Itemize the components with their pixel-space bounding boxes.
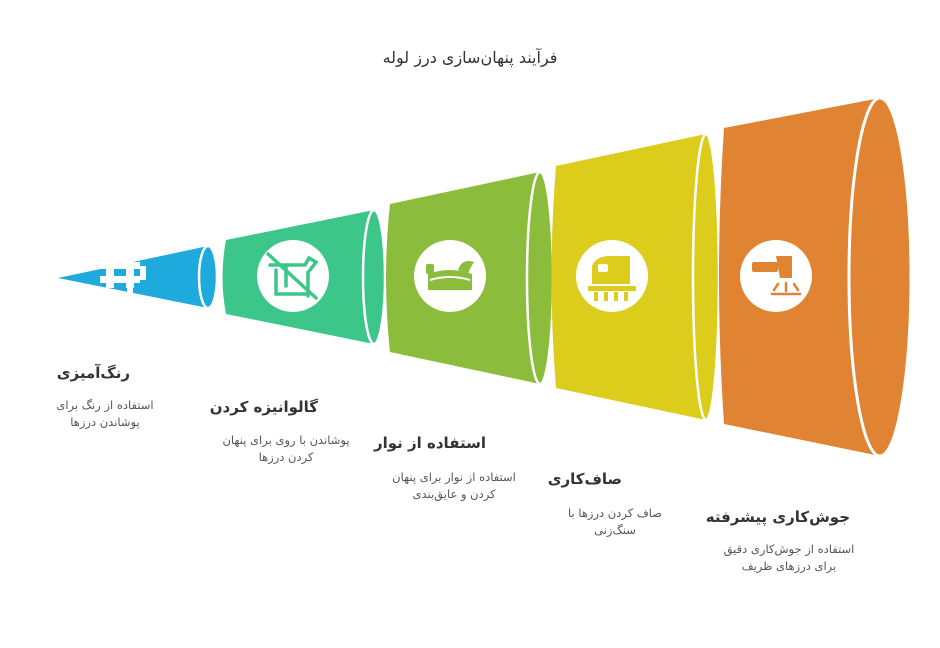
step-desc-line: سنگ‌زنی: [594, 523, 636, 537]
step-title-welding: جوش‌کاری پیشرفته: [705, 508, 850, 526]
step-desc-line: کردن درزها: [258, 450, 314, 464]
step-title-painting: رنگ‌آمیزی: [56, 364, 130, 382]
step-title-galvanizing: گالوانیزه کردن: [209, 398, 318, 416]
step-desc-line: استفاده از نوار برای پنهان: [392, 470, 516, 484]
step-desc-line: صاف کردن درزها با: [567, 506, 663, 520]
step-title-grinding: صاف‌کاری: [547, 470, 622, 488]
step-desc-line: پوشاندن درزها: [70, 415, 140, 429]
step-title-tape: استفاده از نوار: [373, 434, 486, 452]
step-desc-welding: استفاده از جوش‌کاری دقیق برای درزهای ظری…: [708, 541, 870, 575]
no-rust-icon: [257, 240, 329, 312]
diagram-title: فرآیند پنهان‌سازی درز لوله: [382, 48, 558, 67]
step-desc-grinding: صاف کردن درزها با سنگ‌زنی: [540, 505, 690, 539]
welding-torch-icon: [740, 240, 812, 312]
step-desc-line: استفاده از رنگ برای: [56, 398, 154, 412]
step-desc-tape: استفاده از نوار برای پنهان کردن و عایق‌ب…: [368, 469, 540, 503]
grinder-icon: [576, 240, 648, 312]
step-desc-line: کردن و عایق‌بندی: [412, 487, 496, 501]
tape-icon: [414, 240, 486, 312]
step-desc-line: پوشاندن با روی برای پنهان: [222, 433, 350, 447]
step-desc-line: استفاده از جوش‌کاری دقیق: [723, 542, 855, 556]
paintbrush-icon: [100, 256, 146, 296]
step-desc-galvanizing: پوشاندن با روی برای پنهان کردن درزها: [200, 432, 372, 466]
step-desc-line: برای درزهای ظریف: [741, 559, 837, 573]
step-desc-painting: استفاده از رنگ برای پوشاندن درزها: [30, 397, 180, 431]
